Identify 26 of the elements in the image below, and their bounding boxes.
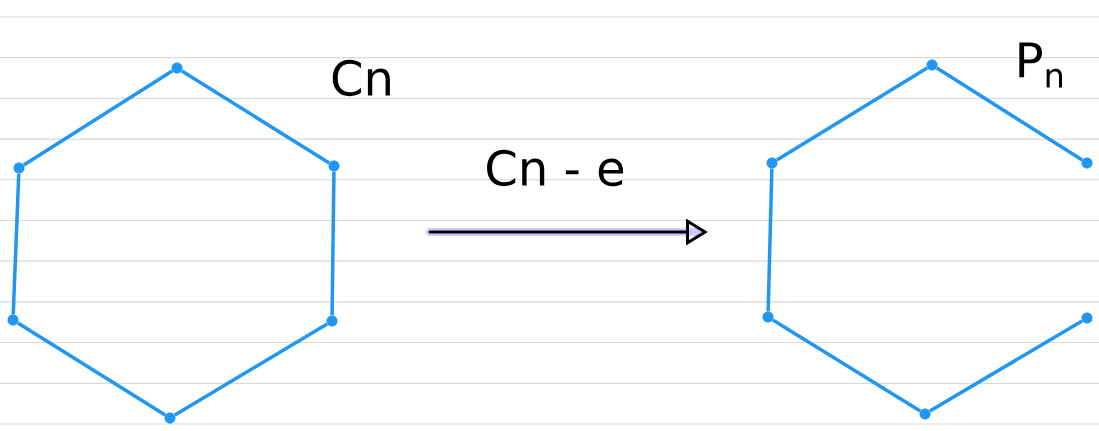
graph-edge bbox=[929, 319, 1083, 413]
graph-vertex bbox=[171, 62, 183, 74]
graph-vertex bbox=[1081, 157, 1093, 169]
math-label: Cn bbox=[332, 59, 390, 97]
graph-vertex bbox=[762, 311, 774, 323]
graph-edge bbox=[11, 173, 21, 315]
graph-vertex bbox=[926, 59, 938, 71]
graph-vertex bbox=[919, 408, 931, 420]
graph-edge bbox=[935, 66, 1084, 162]
math-label: P$_{n}$ bbox=[1019, 42, 1063, 88]
graph-edge bbox=[174, 322, 328, 417]
graph-vertex bbox=[13, 162, 25, 174]
graph-edge bbox=[766, 168, 774, 312]
graph-vertex bbox=[1081, 312, 1093, 324]
graph-edge bbox=[16, 321, 167, 417]
graph-edge bbox=[771, 318, 922, 413]
graph-vertex bbox=[326, 315, 338, 327]
graph-vertex bbox=[766, 157, 778, 169]
graph-edge bbox=[22, 69, 174, 167]
graph-edge bbox=[180, 69, 331, 165]
graph-vertex bbox=[328, 160, 340, 172]
graph-vertex bbox=[164, 412, 176, 424]
graph-edge bbox=[330, 171, 336, 316]
graph-edge bbox=[775, 66, 929, 162]
graph-vertex bbox=[7, 314, 19, 326]
math-label: Cn - e bbox=[487, 149, 624, 187]
